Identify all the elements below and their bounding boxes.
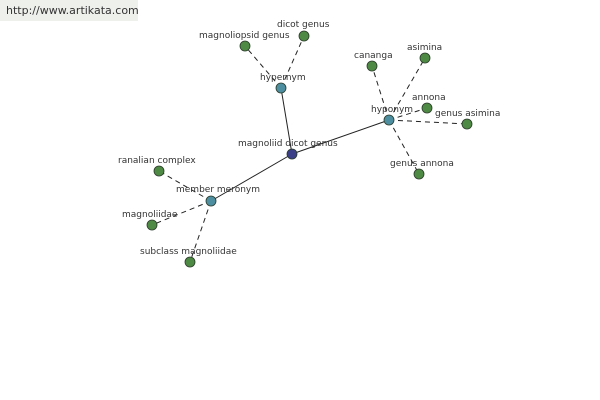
label-dicot-genus: dicot genus bbox=[277, 20, 330, 30]
edge-meronym-magnoliidae bbox=[151, 200, 212, 226]
edge-hyponym-annona bbox=[388, 107, 428, 121]
label-genus-asimina: genus asimina bbox=[435, 109, 500, 119]
graph-nodes bbox=[146, 30, 473, 268]
edge-meronym-subclass-magnoliidae bbox=[189, 200, 212, 263]
node-member-meronym[interactable] bbox=[205, 195, 217, 207]
label-hyponym: hyponym bbox=[371, 105, 413, 115]
label-annona: annona bbox=[412, 93, 446, 103]
edge-center-hyponym bbox=[291, 119, 390, 155]
watermark-url: http://www.artikata.com bbox=[0, 0, 139, 21]
label-subclass-magnoliidae: subclass magnoliidae bbox=[140, 247, 237, 257]
label-hypernym: hypernym bbox=[260, 73, 306, 83]
label-magnoliidae: magnoliidae bbox=[122, 210, 178, 220]
node-genus-asimina[interactable] bbox=[461, 118, 473, 130]
graph-labels: magnoliopsid genus dicot genus hypernym … bbox=[118, 20, 500, 257]
node-hypernym[interactable] bbox=[275, 82, 287, 94]
edge-hyponym-genus-asimina bbox=[388, 119, 468, 125]
label-magnoliopsid-genus: magnoliopsid genus bbox=[199, 31, 290, 41]
label-member-meronym: member meronym bbox=[176, 185, 260, 195]
node-ranalian-complex[interactable] bbox=[153, 165, 165, 177]
edge-hypernym-dicot-genus bbox=[280, 35, 305, 89]
node-asimina[interactable] bbox=[419, 52, 431, 64]
node-genus-annona[interactable] bbox=[413, 168, 425, 180]
node-cananga[interactable] bbox=[366, 60, 378, 72]
node-magnoliopsid-genus[interactable] bbox=[239, 40, 251, 52]
node-magnoliidae[interactable] bbox=[146, 219, 158, 231]
node-center[interactable] bbox=[286, 148, 298, 160]
node-dicot-genus[interactable] bbox=[298, 30, 310, 42]
edge-hypernym-magnoliopsid-genus bbox=[244, 45, 282, 89]
edge-meronym-ranalian-complex bbox=[158, 170, 212, 202]
graph-edges bbox=[151, 35, 468, 263]
edge-hyponym-cananga bbox=[371, 65, 390, 121]
label-center: magnoliid dicot genus bbox=[238, 139, 338, 149]
label-cananga: cananga bbox=[354, 51, 393, 61]
edge-center-member-meronym bbox=[210, 153, 293, 202]
label-asimina: asimina bbox=[407, 43, 442, 53]
node-hyponym[interactable] bbox=[383, 114, 395, 126]
label-ranalian-complex: ranalian complex bbox=[118, 156, 196, 166]
node-subclass-magnoliidae[interactable] bbox=[184, 256, 196, 268]
edge-center-hypernym bbox=[280, 87, 293, 155]
edge-hyponym-genus-annona bbox=[388, 119, 420, 175]
node-annona[interactable] bbox=[421, 102, 433, 114]
edge-hyponym-asimina bbox=[388, 57, 426, 121]
label-genus-annona: genus annona bbox=[390, 159, 454, 169]
